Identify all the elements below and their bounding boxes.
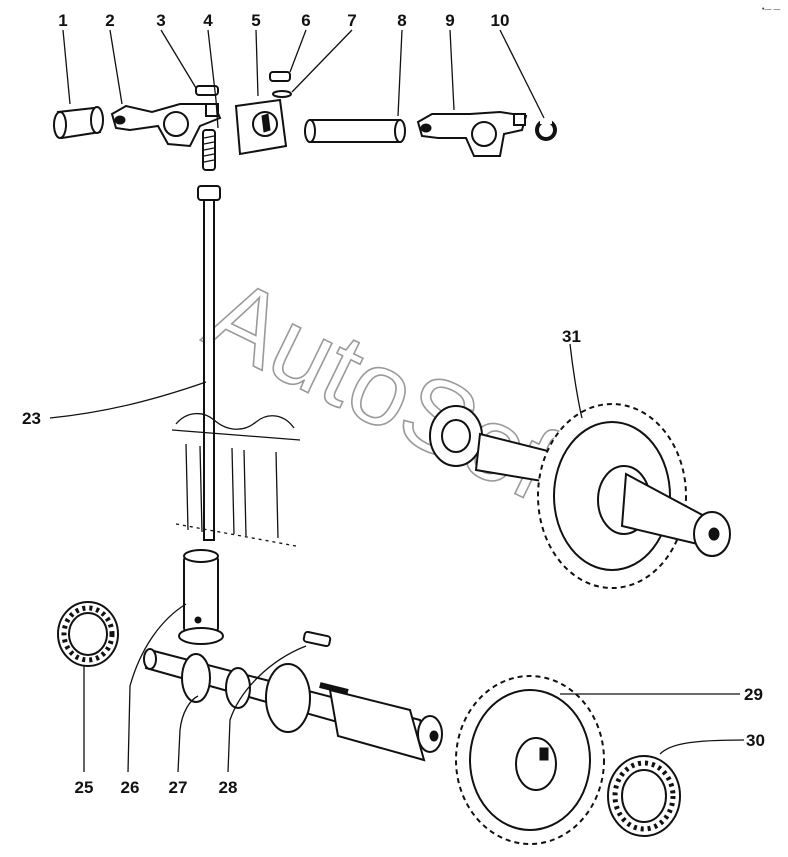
part-3-adjusting-screw: [195, 85, 219, 96]
callout-5: 5: [251, 11, 260, 30]
callout-29: 29: [744, 685, 763, 704]
callout-27: 27: [169, 778, 188, 797]
callout-4: 4: [203, 11, 213, 30]
part-25-ball-bearing: [57, 601, 119, 667]
part-7-washer: [272, 90, 292, 98]
callout-25: 25: [75, 778, 94, 797]
callout-8: 8: [397, 11, 406, 30]
callout-1: 1: [58, 11, 67, 30]
callout-28: 28: [219, 778, 238, 797]
callout-9: 9: [445, 11, 454, 30]
corner-mark: •— —: [762, 6, 780, 13]
callout-31: 31: [562, 327, 581, 346]
part-26-tappet: [178, 549, 224, 645]
part-8-rocker-shaft: [304, 119, 406, 143]
callout-10: 10: [491, 11, 510, 30]
engine-block-section: [171, 413, 301, 547]
callout-7: 7: [347, 11, 356, 30]
callout-2: 2: [105, 11, 114, 30]
callout-23: 23: [22, 409, 41, 428]
part-28-key: [302, 630, 332, 648]
part-5-support-block: [234, 98, 288, 156]
part-1-bushing: [53, 106, 104, 140]
part-10-circlip: [535, 118, 557, 141]
part-2-rocker-arm: [110, 103, 222, 148]
part-29-gear: [455, 675, 605, 845]
part-27-camshaft: [143, 648, 443, 762]
callout-26: 26: [121, 778, 140, 797]
callout-6: 6: [301, 11, 310, 30]
callout-3: 3: [156, 11, 165, 30]
part-6-plug: [269, 71, 291, 82]
part-23-push-rod: [197, 185, 221, 541]
part-9-rocker-arm: [416, 110, 528, 157]
part-31-gear-shaft-assembly: [429, 403, 731, 589]
part-4-screw: [202, 129, 216, 171]
part-30-ball-bearing: [607, 755, 681, 837]
callout-30: 30: [746, 731, 765, 750]
